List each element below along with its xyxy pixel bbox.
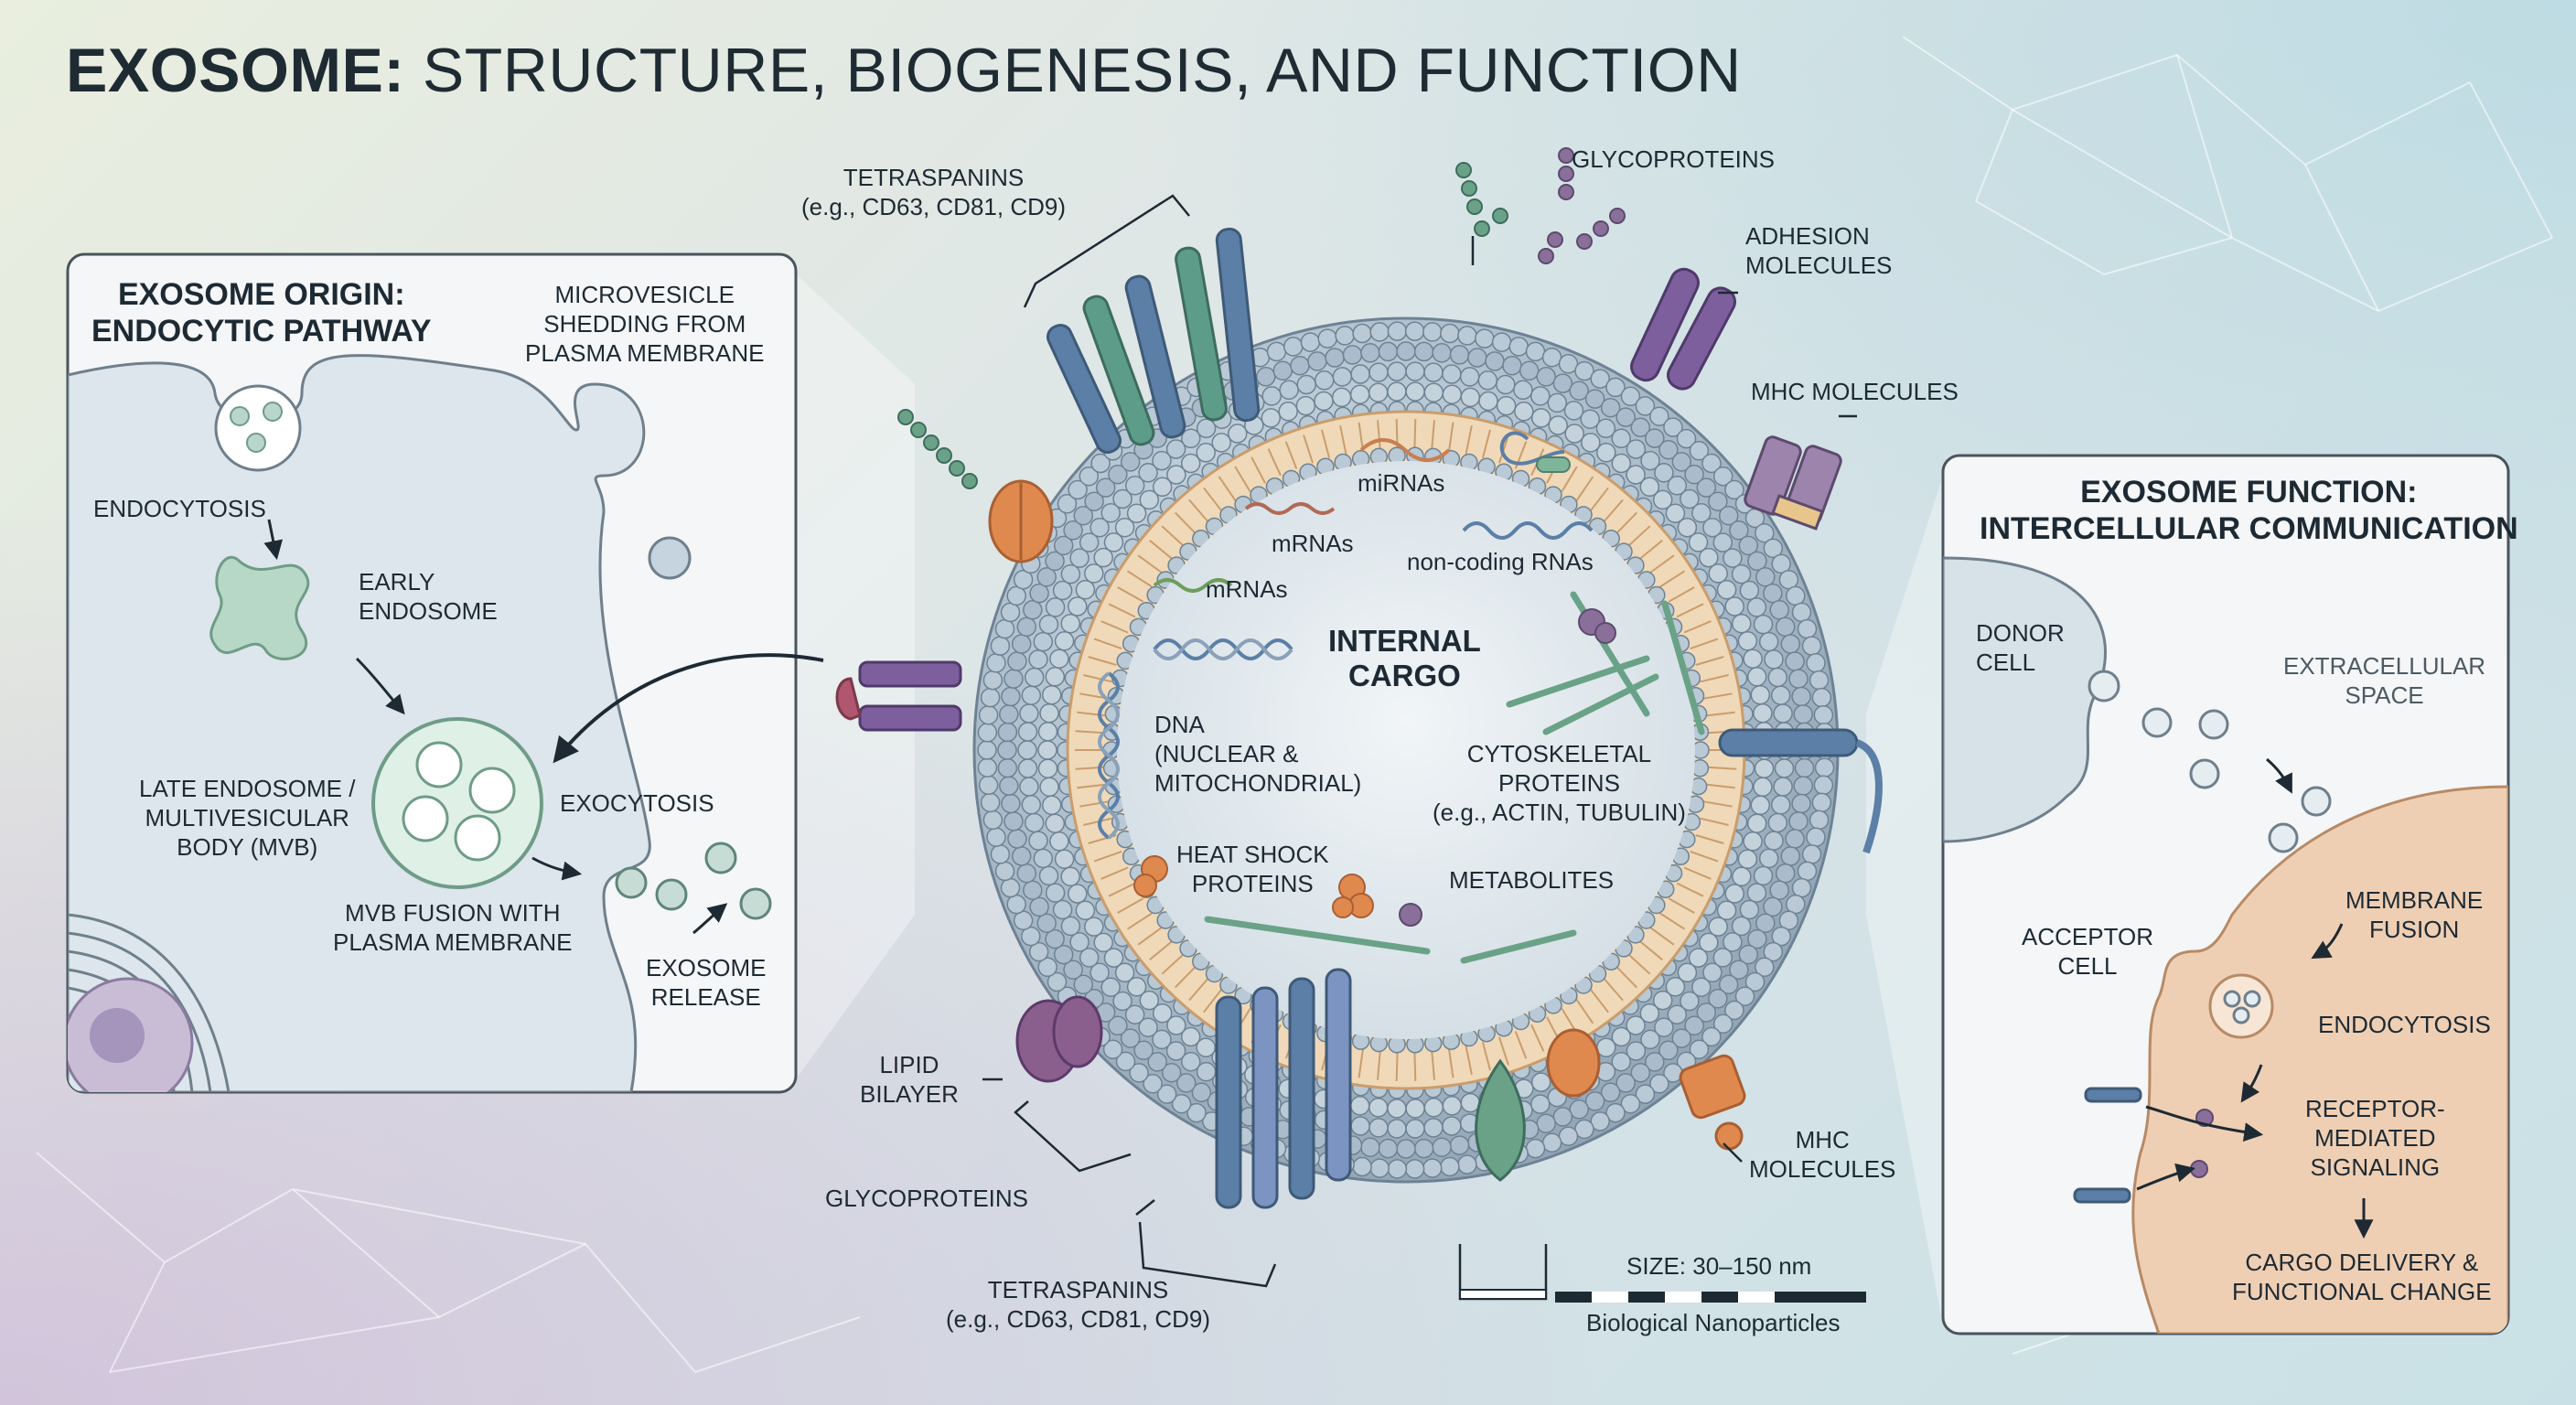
endocytosis-label-right: ENDOCYTOSIS [2318, 1011, 2491, 1038]
mirnas-label: miRNAs [1358, 469, 1445, 497]
scale-bar [1458, 1244, 1866, 1303]
exocytosis-arrow [553, 653, 824, 764]
exocytosis-label: EXOCYTOSIS [560, 789, 714, 817]
mrna-strand-2 [1153, 578, 1233, 593]
tetraspanins-bottom [1215, 968, 1352, 1209]
lumen [1117, 461, 1695, 1039]
mrnas-label-1: mRNAs [1272, 530, 1354, 557]
right-connector-wedge [1866, 476, 1943, 1326]
arrow-right-2 [2311, 923, 2344, 960]
tetraspanins-top [1046, 227, 1261, 455]
orange-proteins-bottom-right [1546, 1028, 1746, 1151]
arrow-right-3 [2240, 1064, 2263, 1103]
mrnas-label-2: mRNAs [1206, 575, 1288, 603]
mirna-strand [1359, 438, 1451, 462]
size-label: SIZE: 30–150 nm [1626, 1252, 1812, 1280]
arrow-release [692, 903, 728, 935]
lipid-heads-inner [1102, 446, 1710, 1054]
dna-vertical [1098, 671, 1120, 840]
acceptor-cell [2131, 785, 2508, 1334]
multivesicular-body [371, 717, 543, 889]
mhc-bottom-left [1015, 995, 1103, 1083]
small-green-protein [1536, 456, 1571, 473]
plasma-membrane [68, 354, 651, 1092]
orange-protein-left [988, 479, 1054, 563]
tetraspanins-bottom-label: TETRASPANINS(e.g., CD63, CD81, CD9) [946, 1276, 1210, 1333]
left-connector-wedge [796, 274, 915, 1079]
page-title: EXOSOME: STRUCTURE, BIOGENESIS, AND FUNC… [66, 36, 1742, 105]
arrow-right-4 [2145, 1105, 2264, 1142]
green-drop-protein [1475, 1058, 1526, 1182]
glycoprotein-chains-purple [1538, 147, 1626, 264]
mrna-strand-1 [1244, 502, 1336, 515]
metabolites [1399, 608, 1616, 927]
leader-lines [982, 194, 1857, 1288]
arrow-right-5 [2136, 1163, 2196, 1191]
heat-shock-proteins [1133, 855, 1374, 918]
left-panel-heading: EXOSOME ORIGIN: ENDOCYTIC PATHWAY [91, 276, 432, 349]
microvesicle [648, 536, 692, 580]
noncoding-rna [1462, 521, 1594, 540]
noncoding-rna-label: non-coding RNAs [1407, 548, 1594, 575]
left-panel [66, 252, 798, 1094]
left-heading-line-2: ENDOCYTIC PATHWAY [91, 314, 432, 349]
donor-cell [1943, 556, 2107, 843]
hairpin-rna [1499, 431, 1565, 466]
endocytosis-label-left: ENDOCYTOSIS [93, 495, 266, 522]
glycoprotein-left [897, 409, 978, 489]
dna-label: DNA(NUCLEAR &MITOCHONDRIAL) [1154, 711, 1362, 797]
adhesion-molecules [1630, 267, 1736, 391]
endocytic-vesicle [214, 384, 302, 472]
exosome [835, 147, 1883, 1209]
glycoprotein-chains-top [1455, 162, 1508, 237]
receptors [2073, 1087, 2142, 1204]
left-heading-line-1: EXOSOME ORIGIN: [117, 277, 405, 312]
early-endosome [209, 555, 310, 660]
arrow-endocytosis [263, 519, 284, 561]
arrow-mvb-fusion [531, 856, 583, 881]
mhc-top-label: MHC MOLECULES [1751, 378, 1959, 405]
metabolites-label: METABOLITES [1449, 866, 1615, 894]
arrow-to-mvb [355, 657, 405, 715]
mhc-left [835, 660, 962, 732]
right-panel [1941, 454, 2510, 1335]
tetraspanins-top-label: TETRASPANINS(e.g., CD63, CD81, CD9) [801, 164, 1066, 220]
glycoproteins-top-label: GLYCOPROTEINS [1572, 145, 1776, 173]
cargo-delivery-label: CARGO DELIVERY &FUNCTIONAL CHANGE [2232, 1249, 2492, 1305]
right-panel-heading: EXOSOME FUNCTION:INTERCELLULAR COMMUNICA… [1980, 475, 2518, 546]
tetraspanin-right-horizontal [1718, 728, 1883, 854]
mhc-right [1744, 435, 1842, 531]
glycoproteins-bottom-label: GLYCOPROTEINS [825, 1185, 1029, 1212]
nanoparticles-label: Biological Nanoparticles [1586, 1309, 1841, 1336]
exosomes-in-transit [2141, 707, 2332, 1024]
arrow-right-1 [2266, 757, 2292, 794]
dna-horizontal [1153, 638, 1293, 660]
